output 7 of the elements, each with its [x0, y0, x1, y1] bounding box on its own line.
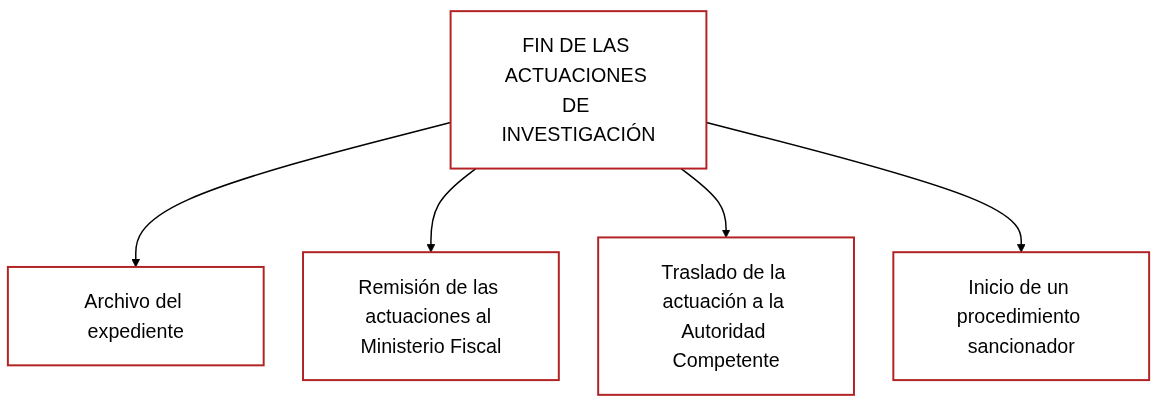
node-box: Traslado de la actuación a la Autoridad Competente: [597, 236, 855, 396]
node-box: Inicio de un procedimiento sancionador: [892, 251, 1151, 382]
arrow: [680, 167, 731, 238]
node-box: Archivo del expediente: [6, 265, 265, 367]
node-box: FIN DE LAS ACTUACIONES DE INVESTIGACIÓN: [449, 10, 708, 170]
node-box: Remisión de las actuaciones al Ministerio Fiscal: [302, 251, 560, 382]
arrow: [426, 167, 477, 253]
